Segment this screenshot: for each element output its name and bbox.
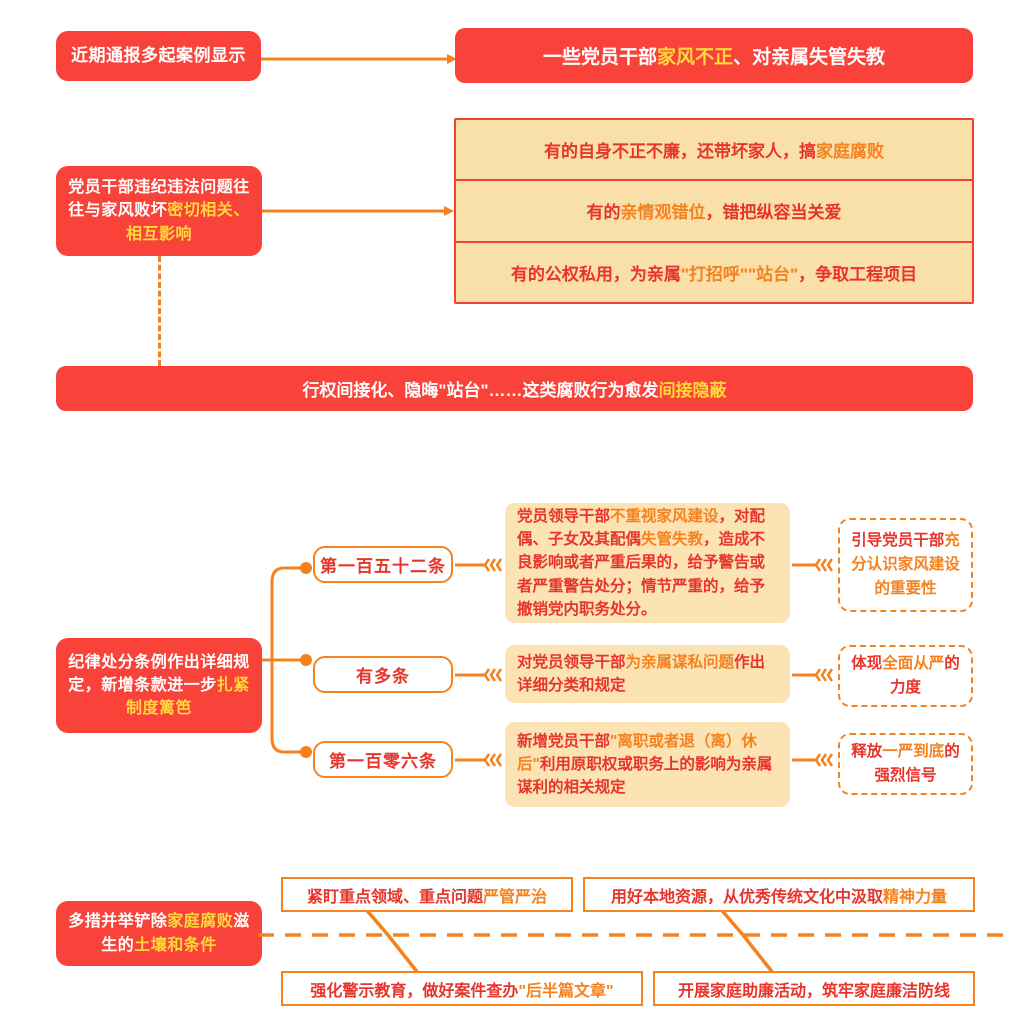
- measure-box-1: 紧盯重点领域、重点问题严管严治: [281, 877, 573, 912]
- measure-box-2: 用好本地资源，从优秀传统文化中汲取精神力量: [583, 877, 975, 912]
- chevron-arrow-right-icon: [455, 556, 505, 574]
- table-row: 有的亲情观错位，错把纵容当关爱: [456, 181, 972, 243]
- article-pill-152[interactable]: 第一百五十二条: [313, 546, 453, 583]
- table-row: 有的自身不正不廉，还带坏家人，搞家庭腐败: [456, 120, 972, 182]
- source-box: 近期通报多起案例显示: [56, 31, 261, 81]
- chevron-arrow-right-icon: [455, 666, 505, 684]
- table-row: 有的公权私用，为亲属"打招呼""站台"，争取工程项目: [510, 264, 918, 284]
- cause-box: 党员干部违纪违法问题往往与家风败坏密切相关、相互影响: [56, 166, 262, 256]
- chevron-arrow-right-icon: [792, 751, 836, 769]
- article-detail-card-152: 党员领导干部不重视家风建设，对配偶、子女及其配偶失管失教，造成不良影响或者严重后…: [505, 503, 790, 623]
- chevron-arrow-right-icon: [792, 556, 836, 574]
- chevron-arrow-right-icon: [455, 751, 505, 769]
- connector-source-to-headline: [261, 54, 457, 64]
- connector-cause-to-table: [262, 206, 454, 216]
- outcome-card-3: 释放一严到底的强烈信号: [838, 733, 973, 795]
- outcome-card-1: 引导党员干部充分认识家风建设的重要性: [838, 518, 973, 612]
- outcome-card-2: 体现全面从严的力度: [838, 645, 973, 707]
- article-pill-multi[interactable]: 有多条: [313, 656, 453, 693]
- measure-box-4: 开展家庭助廉活动，筑牢家庭廉洁防线: [653, 971, 975, 1006]
- discipline-root-box: 纪律处分条例作出详细规定，新增条款进一步扎紧制度篱笆: [56, 638, 262, 733]
- headline-banner: 一些党员干部家风不正、对亲属失管失教: [455, 28, 973, 83]
- cause-detail-table: 有的自身不正不廉，还带坏家人，搞家庭腐败 有的亲情观错位，错把纵容当关爱 有的公…: [454, 118, 974, 304]
- connector-cause-to-bottom-banner: [158, 256, 161, 366]
- article-detail-card-multi: 对党员领导干部为亲属谋私问题作出详细分类和规定: [505, 645, 790, 703]
- measure-box-3: 强化警示教育，做好案件查办"后半篇文章": [281, 971, 643, 1006]
- chevron-arrow-right-icon: [792, 666, 836, 684]
- bracket-connector: [262, 540, 324, 780]
- article-detail-card-106: 新增党员干部"离职或者退（离）休后"利用原职权或职务上的影响为亲属谋利的相关规定: [505, 722, 790, 807]
- article-pill-106[interactable]: 第一百零六条: [313, 741, 453, 778]
- measures-root-box: 多措并举铲除家庭腐败滋生的土壤和条件: [56, 901, 262, 966]
- bottom-banner: 行权间接化、隐晦"站台"……这类腐败行为愈发间接隐蔽: [56, 366, 973, 411]
